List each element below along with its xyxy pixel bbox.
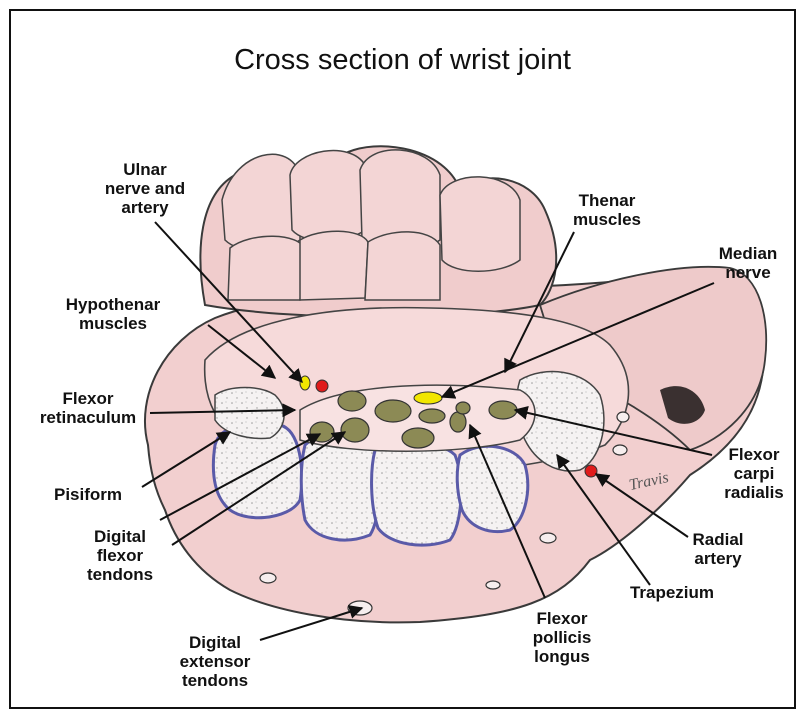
median-nerve bbox=[414, 392, 442, 404]
label-pisiform: Pisiform bbox=[38, 485, 138, 504]
tendon-3 bbox=[419, 409, 445, 423]
fcr-tendon bbox=[489, 401, 517, 419]
tendon-5 bbox=[341, 418, 369, 442]
tendon-1 bbox=[338, 391, 366, 411]
label-ulnar-nerve-artery: Ulnar nerve and artery bbox=[85, 160, 205, 217]
label-thenar-muscles: Thenar muscles bbox=[552, 191, 662, 229]
tendon-8 bbox=[456, 402, 470, 414]
radial-artery bbox=[585, 465, 597, 477]
ulnar-artery bbox=[316, 380, 328, 392]
tendon-7 bbox=[450, 412, 466, 432]
tendon-2 bbox=[375, 400, 411, 422]
wrist-body bbox=[145, 146, 766, 622]
tendon-4 bbox=[310, 422, 334, 442]
ulnar-nerve bbox=[300, 376, 310, 390]
label-median-nerve: Median nerve bbox=[703, 244, 793, 282]
label-flexor-pollicis-longus: Flexor pollicis longus bbox=[512, 609, 612, 666]
label-radial-artery: Radial artery bbox=[678, 530, 758, 568]
label-flexor-carpi-radialis: Flexor carpi radialis bbox=[714, 445, 794, 502]
label-digital-flexor-tendons: Digital flexor tendons bbox=[70, 527, 170, 584]
label-digital-extensor-tendons: Digital extensor tendons bbox=[160, 633, 270, 690]
label-hypothenar-muscles: Hypothenar muscles bbox=[33, 295, 193, 333]
tendon-6 bbox=[402, 428, 434, 448]
figure-title: Cross section of wrist joint bbox=[0, 44, 805, 77]
label-flexor-retinaculum: Flexor retinaculum bbox=[28, 389, 148, 427]
label-trapezium: Trapezium bbox=[612, 583, 732, 602]
